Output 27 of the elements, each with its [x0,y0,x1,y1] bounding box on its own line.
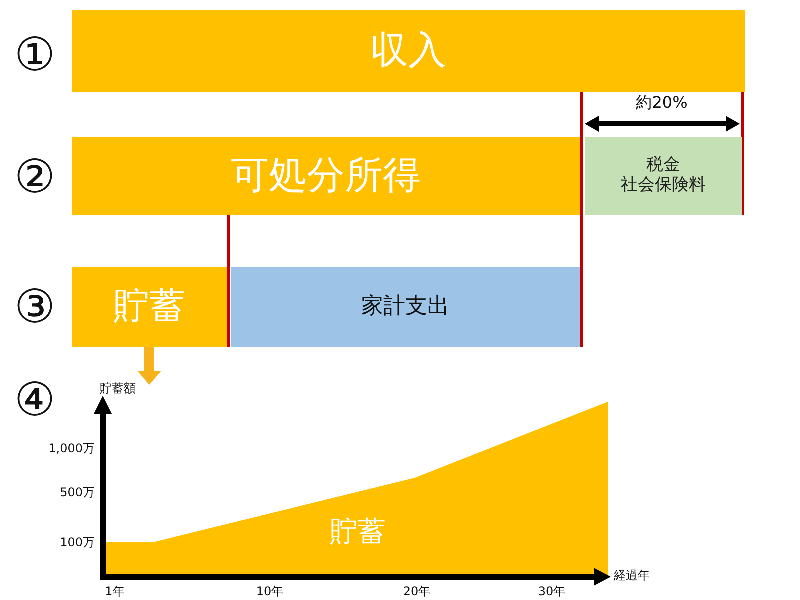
area-label: 貯蓄 [330,516,386,548]
tick-label: 500万 [60,486,95,500]
household-expense-bar [231,267,580,347]
savings-bar [72,267,227,347]
tax-insurance-bar [585,137,742,215]
tick-label: 30年 [538,585,566,599]
tick-label: 10年 [256,585,284,599]
disposable-income-bar [72,137,580,215]
tick-label: 100万 [60,536,95,550]
bar-label: 貯蓄 [114,286,186,328]
bar-label: 税金 [646,156,680,176]
tick-label: 1年 [105,585,125,599]
arrow [138,347,162,385]
section-number: ② [14,152,56,202]
bar-label: 収入 [370,29,446,73]
section-number: ④ [14,374,56,426]
tick-label: 1,000万 [48,442,95,456]
income-bar [72,10,745,92]
bar-label: 社会保険料 [621,176,706,196]
tick-label: 20年 [403,585,431,599]
bar-label: 家計支出 [362,294,450,320]
axis-title: 貯蓄額 [100,382,136,396]
bar-label: 可処分所得 [231,154,421,198]
percentage-label: 約20% [636,94,688,112]
section-number: ① [14,30,56,80]
axis-title: 経過年 [614,569,650,583]
section-number: ③ [14,282,56,332]
